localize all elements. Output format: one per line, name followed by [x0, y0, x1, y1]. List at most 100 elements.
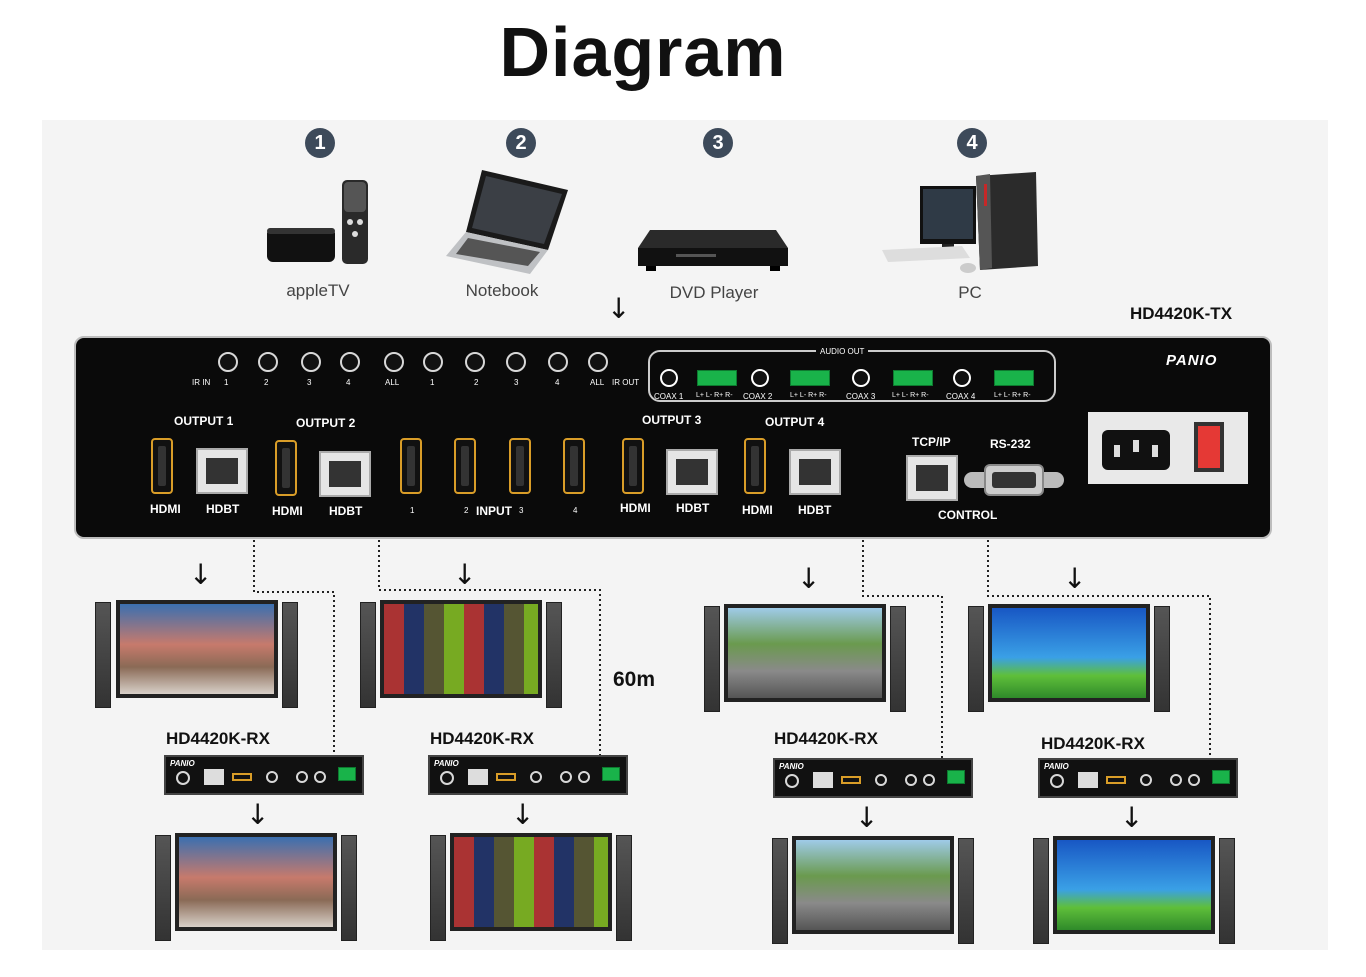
rx-ir-jack[interactable]: [314, 771, 326, 783]
audio-terminal-block[interactable]: [994, 370, 1034, 386]
rx-hdmi-out-port[interactable]: [1106, 776, 1126, 784]
rx-dc-jack[interactable]: [1050, 774, 1064, 788]
input-2-hdmi-port[interactable]: [454, 438, 476, 494]
ir-out-port-label: ALL: [590, 378, 605, 387]
ir-in-jack[interactable]: [258, 352, 278, 372]
brand-logo: PANIO: [1166, 352, 1218, 369]
receiver-unit: PANIO: [1038, 758, 1238, 798]
rx-hdmi-out-port[interactable]: [232, 773, 252, 781]
output-3-hdmi-label: HDMI: [620, 501, 651, 515]
rx-ir-jack[interactable]: [1188, 774, 1200, 786]
output-3-hdbt-port[interactable]: [666, 449, 718, 495]
output-1-label: OUTPUT 1: [174, 414, 234, 428]
speaker-icon: [546, 602, 562, 708]
input-port-label: 3: [519, 506, 524, 515]
rx-ir-jack[interactable]: [578, 771, 590, 783]
coax-jack[interactable]: [852, 369, 870, 387]
source-3-label: DVD Player: [669, 283, 759, 302]
rs232-port[interactable]: [964, 464, 1064, 496]
rx-2-model-label: HD4420K-RX: [430, 729, 534, 748]
apple-tv-icon: [267, 180, 368, 264]
rx-dc-jack[interactable]: [176, 771, 190, 785]
rx-brand-logo: PANIO: [779, 762, 804, 771]
rx-terminal-block[interactable]: [947, 770, 965, 784]
output-4-hdmi-port[interactable]: [744, 438, 766, 494]
ir-out-jack[interactable]: [465, 352, 485, 372]
rx-hdbt-port[interactable]: [204, 769, 224, 785]
audio-terminal-block[interactable]: [790, 370, 830, 386]
lr-label: L+ L- R+ R-: [994, 392, 1031, 399]
tv-icon: [116, 600, 278, 698]
ir-in-jack[interactable]: [301, 352, 321, 372]
output-2-hdmi-label: HDMI: [272, 504, 303, 518]
tcpip-port[interactable]: [906, 455, 958, 501]
ir-in-jack[interactable]: [340, 352, 360, 372]
speaker-icon: [360, 602, 376, 708]
rx-audio-jack[interactable]: [266, 771, 278, 783]
rx-ir-jack[interactable]: [923, 774, 935, 786]
ir-in-jack[interactable]: [218, 352, 238, 372]
ir-in-jack[interactable]: [384, 352, 404, 372]
rx-ir-jack[interactable]: [296, 771, 308, 783]
down-arrow-icon: ↓: [855, 801, 879, 834]
ir-out-jack[interactable]: [588, 352, 608, 372]
transmitter-panel: PANIO IR IN 1 2 3 4 ALL 1 2 3 4 ALL IR O…: [74, 336, 1272, 539]
coax-jack[interactable]: [953, 369, 971, 387]
rx-hdmi-out-port[interactable]: [841, 776, 861, 784]
speaker-icon: [968, 606, 984, 712]
audio-terminal-block[interactable]: [697, 370, 737, 386]
output-3-hdbt-label: HDBT: [676, 501, 710, 515]
output-3-hdmi-port[interactable]: [622, 438, 644, 494]
ir-out-port-label: 4: [555, 378, 560, 387]
rx-ir-jack[interactable]: [905, 774, 917, 786]
down-arrow-icon: ↓: [246, 798, 270, 831]
ir-out-jack[interactable]: [506, 352, 526, 372]
rx-hdbt-port[interactable]: [468, 769, 488, 785]
rx-brand-logo: PANIO: [1044, 762, 1069, 771]
speaker-icon: [1219, 838, 1235, 944]
rx-dc-jack[interactable]: [785, 774, 799, 788]
coax-label: COAX 4: [946, 392, 976, 401]
ir-out-jack[interactable]: [548, 352, 568, 372]
ir-out-port-label: 3: [514, 378, 519, 387]
output-1-hdbt-port[interactable]: [196, 448, 248, 494]
output-4-hdbt-port[interactable]: [789, 449, 841, 495]
audio-terminal-block[interactable]: [893, 370, 933, 386]
speaker-icon: [95, 602, 111, 708]
rx-4-model-label: HD4420K-RX: [1041, 734, 1145, 753]
output-2-hdmi-port[interactable]: [275, 440, 297, 496]
source-1-badge: 1: [305, 128, 335, 158]
rx-hdmi-out-port[interactable]: [496, 773, 516, 781]
rx-terminal-block[interactable]: [602, 767, 620, 781]
speaker-icon: [772, 838, 788, 944]
input-1-hdmi-port[interactable]: [400, 438, 422, 494]
receiver-unit: PANIO: [773, 758, 973, 798]
power-inlet[interactable]: [1102, 430, 1170, 470]
ir-in-port-label: 4: [346, 378, 351, 387]
rx-terminal-block[interactable]: [338, 767, 356, 781]
rx-hdbt-port[interactable]: [1078, 772, 1098, 788]
speaker-icon: [616, 835, 632, 941]
output-2-hdbt-port[interactable]: [319, 451, 371, 497]
output-1-hdmi-port[interactable]: [151, 438, 173, 494]
coax-jack[interactable]: [660, 369, 678, 387]
rx-ir-jack[interactable]: [1170, 774, 1182, 786]
rx-hdbt-port[interactable]: [813, 772, 833, 788]
rx-terminal-block[interactable]: [1212, 770, 1230, 784]
rx-audio-jack[interactable]: [1140, 774, 1152, 786]
output-4-hdmi-label: HDMI: [742, 503, 773, 517]
input-4-hdmi-port[interactable]: [563, 438, 585, 494]
rx-audio-jack[interactable]: [530, 771, 542, 783]
output-2-label: OUTPUT 2: [296, 416, 356, 430]
down-arrow-icon: ↓: [511, 798, 535, 831]
input-label: INPUT: [476, 504, 512, 518]
rx-audio-jack[interactable]: [875, 774, 887, 786]
coax-jack[interactable]: [751, 369, 769, 387]
input-3-hdmi-port[interactable]: [509, 438, 531, 494]
ir-out-jack[interactable]: [423, 352, 443, 372]
input-port-label: 4: [573, 506, 578, 515]
coax-label: COAX 2: [743, 392, 773, 401]
rx-dc-jack[interactable]: [440, 771, 454, 785]
rx-ir-jack[interactable]: [560, 771, 572, 783]
power-switch[interactable]: [1194, 422, 1224, 472]
